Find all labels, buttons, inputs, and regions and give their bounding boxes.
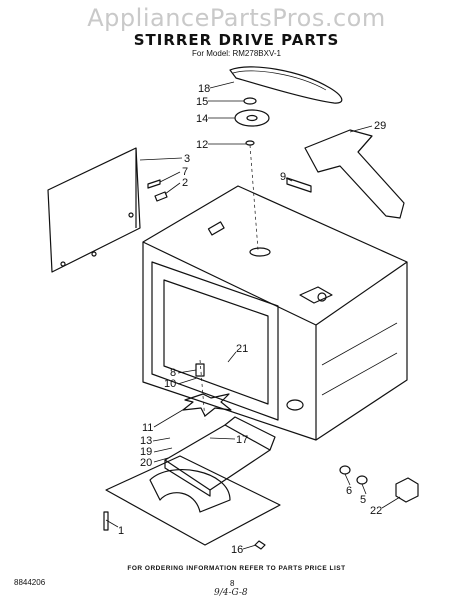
motor-bracket-part bbox=[164, 424, 271, 491]
ordering-info-note: FOR ORDERING INFORMATION REFER TO PARTS … bbox=[127, 565, 346, 572]
motor-part bbox=[395, 477, 419, 503]
page-number: 8 bbox=[230, 579, 235, 588]
callout-5: 5 bbox=[360, 494, 366, 506]
watermark: AppliancePartsPros.com bbox=[87, 4, 386, 32]
air-duct-part bbox=[304, 129, 405, 219]
callout-15: 15 bbox=[196, 96, 208, 108]
callout-20: 20 bbox=[140, 457, 152, 469]
page-title: STIRRER DRIVE PARTS bbox=[133, 31, 340, 49]
callout-12: 12 bbox=[196, 139, 208, 151]
base-plate-part bbox=[105, 455, 281, 546]
side-panel-part bbox=[47, 147, 141, 273]
callout-9: 9 bbox=[280, 171, 286, 183]
callout-11: 11 bbox=[142, 422, 153, 434]
callout-1: 1 bbox=[118, 525, 124, 537]
handwritten-note: 9/4-G-8 bbox=[214, 588, 248, 598]
callout-13: 13 bbox=[140, 435, 152, 447]
callout-16: 16 bbox=[231, 544, 243, 556]
callout-labels: 18 15 14 12 3 7 2 9 29 21 8 10 11 13 19 … bbox=[118, 83, 386, 556]
callout-18: 18 bbox=[198, 83, 210, 95]
washer-part bbox=[243, 97, 257, 105]
callout-7: 7 bbox=[182, 166, 188, 178]
callout-21: 21 bbox=[236, 343, 248, 355]
callout-2: 2 bbox=[182, 177, 188, 189]
callout-3: 3 bbox=[184, 153, 190, 165]
callout-8: 8 bbox=[170, 367, 176, 379]
document-code: 8844206 bbox=[14, 578, 46, 587]
stirrer-pulley-part bbox=[234, 109, 270, 127]
callout-29: 29 bbox=[374, 120, 386, 132]
callout-14: 14 bbox=[196, 113, 208, 125]
callout-19: 19 bbox=[140, 446, 152, 458]
callout-17: 17 bbox=[236, 434, 248, 446]
cabinet-part bbox=[142, 185, 408, 326]
callout-22: 22 bbox=[370, 505, 382, 517]
callout-6: 6 bbox=[346, 485, 352, 497]
belt-part bbox=[229, 66, 343, 104]
bracket-part bbox=[286, 177, 312, 193]
model-number: For Model: RM278BXV-1 bbox=[192, 49, 281, 58]
callout-10: 10 bbox=[164, 378, 176, 390]
